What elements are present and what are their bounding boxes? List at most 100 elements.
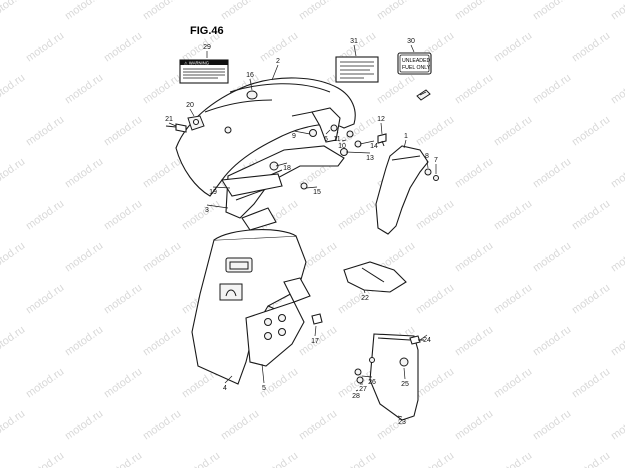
watermark-text: motod.ru xyxy=(609,240,625,275)
callout-7: 7 xyxy=(434,157,438,174)
watermark-text: motod.ru xyxy=(609,408,625,443)
callout-number: 25 xyxy=(401,381,409,388)
watermark-text: motod.ru xyxy=(570,366,612,401)
watermark-text: motod.ru xyxy=(258,366,300,401)
watermark-text: motod.ru xyxy=(570,114,612,149)
callout-20: 20 xyxy=(186,102,195,117)
callout-leader-line xyxy=(314,325,317,337)
watermark-text: motod.ru xyxy=(531,72,573,107)
callout-18: 18 xyxy=(275,162,291,172)
callout-16: 16 xyxy=(246,72,254,91)
watermark-text: motod.ru xyxy=(180,198,222,233)
watermark-text: motod.ru xyxy=(414,114,456,149)
callout-leader-line xyxy=(275,162,288,167)
callout-9: 9 xyxy=(292,130,311,140)
bracket-12 xyxy=(311,107,341,143)
callout-leader-line xyxy=(206,204,229,209)
watermark-text: motod.ru xyxy=(141,408,183,443)
callout-number: 28 xyxy=(352,393,360,400)
callout-leader-line xyxy=(212,186,231,189)
watermark-text: motod.ru xyxy=(453,408,495,443)
arrow-icon xyxy=(416,89,431,101)
callout-number: 17 xyxy=(311,338,319,345)
callout-number: 19 xyxy=(209,189,217,196)
watermark-text: motod.ru xyxy=(531,408,573,443)
watermark-text: motod.ru xyxy=(453,240,495,275)
watermark-text: motod.ru xyxy=(180,450,222,468)
callout-leader-line xyxy=(271,64,279,81)
watermark-text: motod.ru xyxy=(141,324,183,359)
watermark-text: motod.ru xyxy=(24,450,66,468)
callout-number: 23 xyxy=(398,419,406,426)
watermark-text: motod.ru xyxy=(141,156,183,191)
watermark-text: motod.ru xyxy=(0,240,27,275)
callout-27: 27 xyxy=(359,383,367,393)
callout-13: 13 xyxy=(345,151,374,162)
watermark-text: motod.ru xyxy=(258,450,300,468)
callout-19: 19 xyxy=(209,186,231,196)
callout-leader-line xyxy=(426,159,429,169)
callout-leader-line xyxy=(325,129,331,135)
watermark-text: motod.ru xyxy=(492,282,534,317)
watermark-text: motod.ru xyxy=(453,0,495,22)
callout-leader-line xyxy=(353,44,357,57)
callout-number: 2 xyxy=(276,58,280,65)
watermark-text: motod.ru xyxy=(453,324,495,359)
watermark-text: motod.ru xyxy=(492,366,534,401)
callout-leader-line xyxy=(397,415,403,418)
watermark-text: motod.ru xyxy=(102,198,144,233)
callout-leader-line xyxy=(345,151,371,154)
callout-leader-line xyxy=(249,78,253,91)
watermark-text: motod.ru xyxy=(0,0,27,22)
callout-15: 15 xyxy=(305,186,321,196)
callout-leader-line xyxy=(363,289,366,294)
bolt-20 xyxy=(187,115,205,131)
callout-number: 11 xyxy=(333,136,340,143)
callout-number: 10 xyxy=(338,143,346,150)
unleaded-fuel-label-decal: UNLEADED FUEL ONLY xyxy=(397,52,432,75)
watermark-text: motod.ru xyxy=(63,0,105,22)
callout-number: 26 xyxy=(368,379,376,386)
callout-number: 31 xyxy=(350,38,358,45)
callout-26: 26 xyxy=(361,375,376,386)
watermark-text: motod.ru xyxy=(102,30,144,65)
callout-21: 21 xyxy=(165,116,177,127)
watermark-text: motod.ru xyxy=(492,30,534,65)
callout-number: 7 xyxy=(434,157,438,164)
bolt-17 xyxy=(311,313,323,325)
callout-31: 31 xyxy=(350,38,358,57)
collar-18 xyxy=(269,161,279,171)
callout-leader-line xyxy=(359,140,375,145)
watermark-text: motod.ru xyxy=(492,114,534,149)
callout-3: 3 xyxy=(205,204,229,214)
bolt-21 xyxy=(165,123,187,133)
watermark-text: motod.ru xyxy=(453,72,495,107)
watermark-text: motod.ru xyxy=(102,114,144,149)
bolt-24 xyxy=(409,335,424,345)
watermark-text: motod.ru xyxy=(0,72,27,107)
callout-leader-line xyxy=(403,139,407,149)
callout-number: 6 xyxy=(324,136,328,143)
callout-17: 17 xyxy=(311,325,319,345)
callout-29: 29 xyxy=(203,44,211,58)
callout-number: 8 xyxy=(425,153,429,160)
callout-30: 30 xyxy=(407,38,415,53)
watermark-text: motod.ru xyxy=(63,408,105,443)
callout-number: 21 xyxy=(165,116,173,123)
watermark-text: motod.ru xyxy=(24,30,66,65)
callout-leader-line xyxy=(355,389,359,392)
watermark-text: motod.ru xyxy=(24,282,66,317)
callout-number: 14 xyxy=(370,143,378,150)
watermark-text: motod.ru xyxy=(531,240,573,275)
watermark-text: motod.ru xyxy=(63,324,105,359)
watermark-text: motod.ru xyxy=(570,282,612,317)
watermark-text: motod.ru xyxy=(453,156,495,191)
watermark-text: motod.ru xyxy=(24,114,66,149)
watermark-text: motod.ru xyxy=(531,156,573,191)
callout-11: 11 xyxy=(333,131,341,143)
watermark-text: motod.ru xyxy=(570,30,612,65)
callout-leader-line xyxy=(419,334,428,341)
callout-23: 23 xyxy=(397,415,406,426)
